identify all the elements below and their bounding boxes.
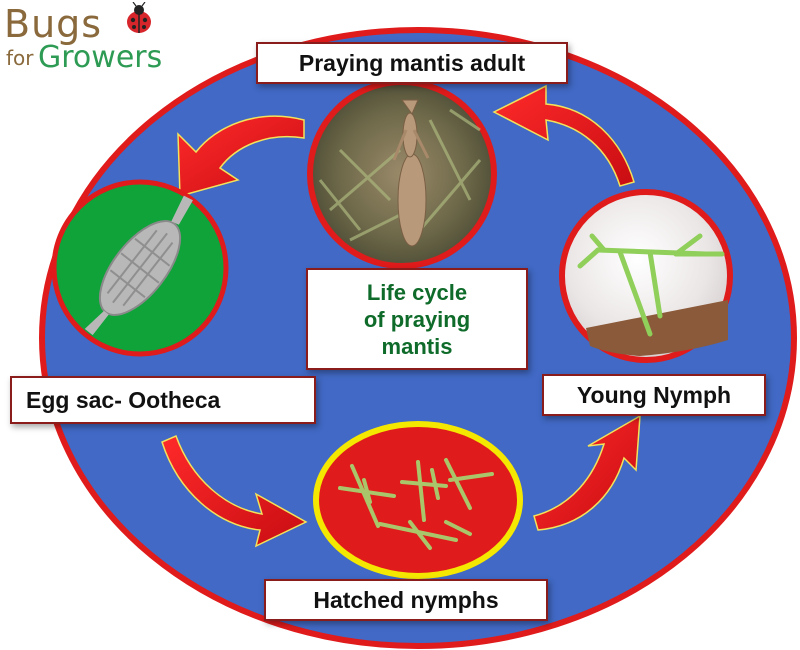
stage-label-young-text: Young Nymph [576,381,732,408]
stage-label-egg: Egg sac- Ootheca [10,376,316,424]
arrow-hatched-to-young [533,414,641,531]
logo-growers-text: Growers [38,40,163,75]
stage-label-young: Young Nymph [542,374,766,416]
logo-for-text: for [6,46,34,70]
stage-label-hatched: Hatched nymphs [264,579,548,621]
center-title-box: Life cycle of praying mantis [306,268,528,370]
logo-bugs-text: Bugs [4,2,103,46]
cycle-arrows [161,84,641,548]
arrow-adult-to-egg [177,115,305,197]
arrow-egg-to-hatched [161,434,308,548]
stage-label-hatched-text: Hatched nymphs [313,586,499,613]
adult-mantis-photo [307,79,497,269]
stage-label-adult-text: Praying mantis adult [298,49,526,76]
ladybug-icon [127,2,151,33]
center-title: Life cycle of praying mantis [363,279,471,359]
young-nymph-photo [559,189,733,363]
stage-label-adult: Praying mantis adult [256,42,568,84]
arrow-young-to-adult [492,84,635,187]
hatched-nymphs-photo [313,421,523,579]
logo: Bugs for Growers [4,2,174,80]
ootheca-photo [51,179,229,357]
stage-label-egg-text: Egg sac- Ootheca [26,386,221,413]
